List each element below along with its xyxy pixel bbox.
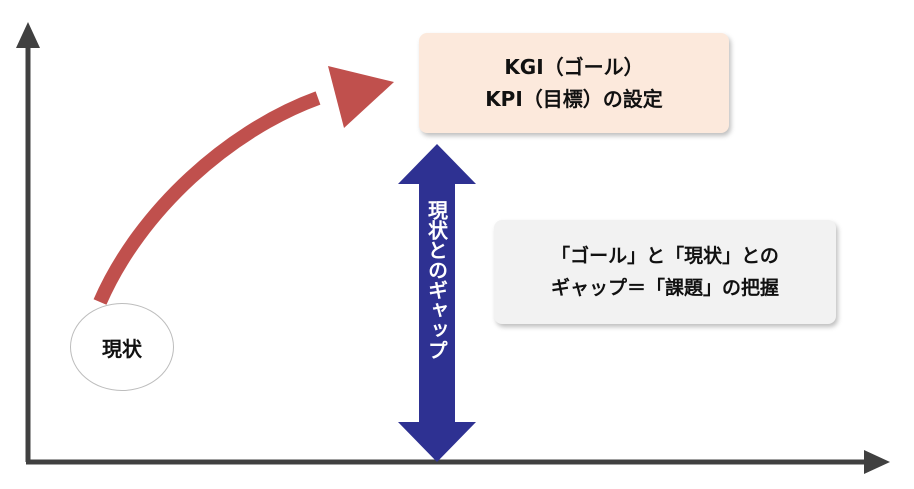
gap-double-arrow [398,144,476,462]
note-box-line2: ギャップ＝「課題」の把握 [550,277,779,299]
goal-box: KGI（ゴール） KPI（目標）の設定 [419,33,729,133]
x-axis-arrowhead [864,450,890,474]
goal-box-line1: KGI（ゴール） [504,55,644,79]
goal-box-line2: KPI（目標）の設定 [485,87,663,111]
note-box-line1: 「ゴール」と「現状」との [551,245,779,267]
current-state-label: 現状 [102,336,142,361]
current-state-ellipse: 現状 [70,303,174,391]
gap-arrow-label: 現状とのギャップ [424,200,449,360]
progress-curve-arrow [93,91,321,305]
y-axis-arrowhead [16,22,40,48]
note-box: 「ゴール」と「現状」との ギャップ＝「課題」の把握 [494,220,836,324]
progress-curve-arrowhead [328,66,394,128]
